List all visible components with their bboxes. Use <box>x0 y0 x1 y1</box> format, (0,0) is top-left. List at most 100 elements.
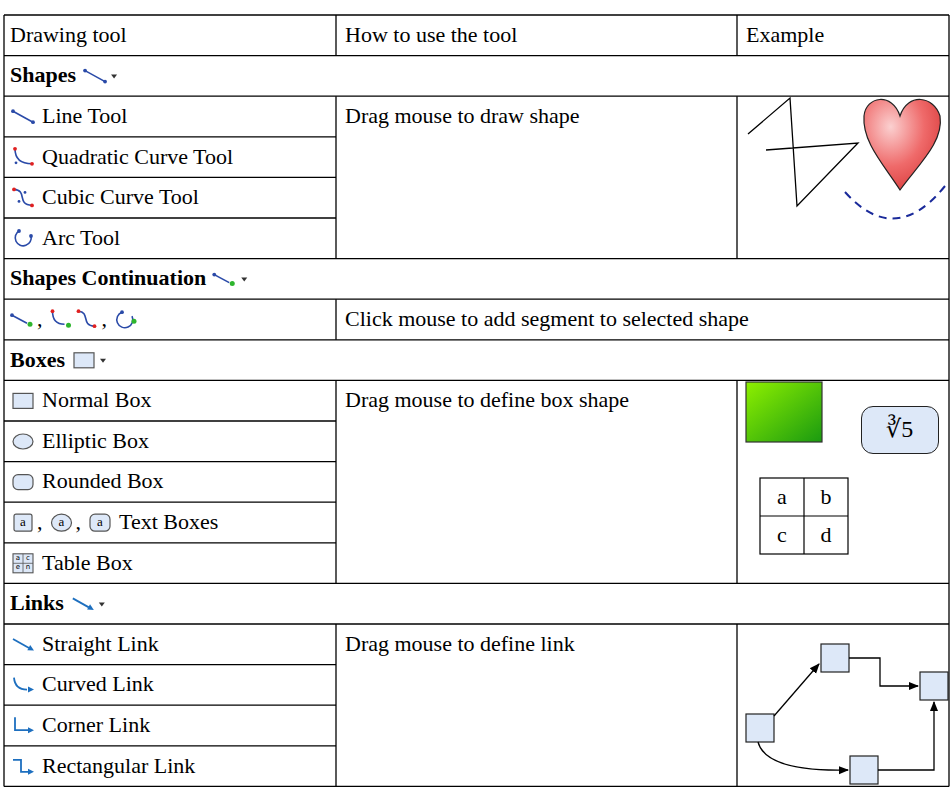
elliptic-box-icon <box>13 434 33 449</box>
corner-link <box>849 658 918 686</box>
table-box-icon <box>13 554 33 573</box>
straight-link <box>774 664 819 716</box>
math-text: ∛5 <box>886 415 913 444</box>
curved-link-icon <box>14 678 34 693</box>
continuation-menu-icon <box>214 275 229 283</box>
dashed-arc <box>845 186 945 219</box>
rounded-text-box-icon <box>90 514 110 531</box>
table-rule <box>4 299 949 300</box>
boxes-menu-icon <box>74 353 106 368</box>
quadratic-curve-icon <box>15 149 32 164</box>
quadratic-continuation-icon <box>51 309 55 313</box>
tool-name: Arc Tool <box>42 225 120 251</box>
elliptic-text-box-icon <box>52 514 72 531</box>
shapes-menu-icon <box>103 80 107 84</box>
separator: , <box>37 509 43 535</box>
tool-name: Curved Link <box>42 671 154 697</box>
line-continuation-icon <box>10 313 14 317</box>
rounded-box-icon <box>13 475 33 490</box>
icon-letter: a <box>97 514 103 530</box>
shapes-menu-icon <box>85 71 105 82</box>
links-menu-icon <box>73 598 89 607</box>
usage-text: Drag mouse to draw shape <box>345 103 580 129</box>
separator: , <box>37 306 43 332</box>
curved-link <box>758 742 848 770</box>
cubic-curve-icon <box>24 191 27 194</box>
quadratic-curve-icon <box>15 161 18 164</box>
boxes-example <box>746 382 848 554</box>
table-rule <box>4 55 949 56</box>
table-rule <box>4 583 949 584</box>
rectangular-link-icon <box>13 760 28 772</box>
table-rule <box>4 217 336 218</box>
column-heading: Drawing tool <box>10 22 127 48</box>
straight-link-icon <box>13 639 29 648</box>
curved-link-icon <box>14 678 27 690</box>
table-box-icon <box>13 554 33 573</box>
icon-letter: a <box>16 555 20 562</box>
arc-continuation-icon <box>120 310 124 314</box>
link-box <box>821 644 849 672</box>
shapes-menu-icon <box>83 69 117 84</box>
cubic-curve-icon <box>12 188 16 192</box>
tool-name: Straight Link <box>42 631 159 657</box>
elliptic-text-box-icon <box>52 514 72 531</box>
tool-name: Cubic Curve Tool <box>42 184 199 210</box>
curved-link-icon <box>28 687 34 693</box>
line-continuation-icon <box>10 313 32 326</box>
icon-letter: a <box>59 514 65 530</box>
corner-link-icon <box>28 727 34 733</box>
text-box-icon <box>14 514 32 531</box>
rectangular-link <box>878 702 934 770</box>
section-heading: Links <box>10 590 64 616</box>
line-continuation-icon <box>28 322 33 327</box>
corner-link-icon <box>15 717 28 730</box>
column-heading: How to use the tool <box>345 22 517 48</box>
table-rule <box>4 380 949 381</box>
table-rule <box>4 258 949 259</box>
table-cell: d <box>821 522 832 548</box>
tool-name: Line Tool <box>42 103 127 129</box>
table-cell: b <box>821 484 832 510</box>
table-rule <box>4 96 949 97</box>
straight-link-icon <box>27 645 35 653</box>
green-box <box>746 382 822 442</box>
arc-tool-icon <box>15 229 33 246</box>
shapes-menu-icon <box>111 75 117 79</box>
links-menu-icon <box>73 598 105 612</box>
separator: , <box>76 509 82 535</box>
icon-letter: a <box>20 514 26 530</box>
table-rule <box>4 420 336 421</box>
table-rule <box>736 380 737 583</box>
table-rule <box>4 705 336 706</box>
cubic-curve-icon <box>30 204 34 208</box>
quadratic-curve-icon <box>13 147 17 151</box>
continuation-menu-icon <box>241 278 247 282</box>
quadratic-continuation-icon <box>51 309 71 327</box>
table-rule <box>4 177 336 178</box>
table-rule <box>4 745 336 746</box>
line-shape <box>748 98 858 206</box>
arc-continuation-icon <box>132 319 137 324</box>
table-rule <box>335 380 336 583</box>
rounded-box-icon <box>13 475 33 490</box>
tool-name: Normal Box <box>42 387 151 413</box>
section-heading: Shapes Continuation <box>10 265 206 291</box>
arc-tool-icon <box>17 229 21 233</box>
cubic-curve-icon <box>18 200 21 203</box>
tool-name: Elliptic Box <box>42 428 149 454</box>
arc-tool-icon <box>29 234 33 238</box>
table-rule <box>335 299 336 340</box>
links-example <box>746 644 948 784</box>
table-rule <box>335 15 336 56</box>
cubic-continuation-icon <box>77 309 97 328</box>
table-rule <box>4 623 949 624</box>
icon-letter: n <box>26 564 30 571</box>
line-tool-icon <box>31 120 35 124</box>
continuation-menu-icon <box>212 273 247 286</box>
tool-name: Quadratic Curve Tool <box>42 144 233 170</box>
tool-name: Corner Link <box>42 712 150 738</box>
tool-name: Rectangular Link <box>42 753 195 779</box>
quadratic-continuation-icon <box>66 323 71 328</box>
